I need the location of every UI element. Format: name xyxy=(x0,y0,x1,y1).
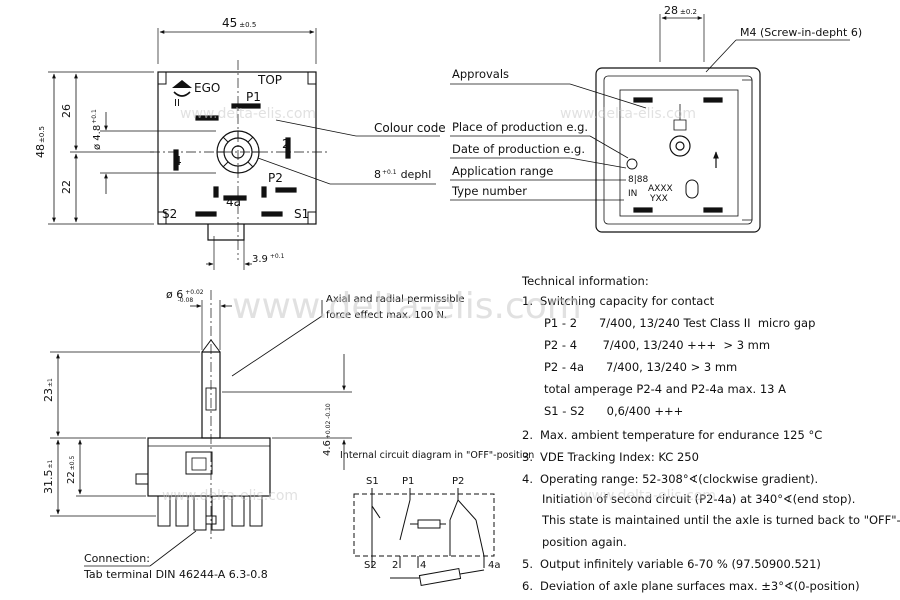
tech-item-text: Operating range: 52-308°∢(clockwise grad… xyxy=(540,472,818,486)
switch-body xyxy=(147,437,271,497)
front-dim-offset: 3.9+0.1 xyxy=(252,253,285,265)
callout-type-number: Type number xyxy=(451,184,527,198)
rear-body-outline xyxy=(595,67,761,233)
front-body-outline xyxy=(157,71,317,225)
label-s1: S1 xyxy=(294,207,309,221)
watermark-big: www.delta-elis.com xyxy=(232,286,582,327)
tech-item-text: Output infinitely variable 6-70 % (97.50… xyxy=(540,557,821,571)
type-marks-2: YXX xyxy=(649,194,668,204)
circuit-label-p2: P2 xyxy=(452,476,464,487)
ego-logo xyxy=(172,80,192,97)
front-dim-lower: 22 xyxy=(60,180,73,194)
tech-item-text: P1 - 2 7/400, 13/240 Test Class II micro… xyxy=(544,316,815,330)
tech-item-text: position again. xyxy=(542,535,627,549)
tech-heading: Technical information: xyxy=(521,274,649,288)
tech-item-number: 1. xyxy=(522,294,533,308)
tech-item-text: Initiation of second circuit (P2-4a) at … xyxy=(542,492,855,506)
circuit-label-4: 4 xyxy=(420,560,426,571)
rear-view xyxy=(450,14,850,233)
in-marker: IN xyxy=(628,189,637,199)
circuit-label-s1: S1 xyxy=(366,476,379,487)
side-dim-4-6: 4.6+0.02 -0.10 xyxy=(322,403,333,456)
callout-application: Application range xyxy=(452,164,553,178)
label-4a: 4a xyxy=(226,195,241,209)
rear-dim-width: 28±0.2 xyxy=(664,4,697,17)
tech-item-text: VDE Tracking Index: KC 250 xyxy=(540,450,699,464)
tech-item-number: 4. xyxy=(522,472,533,486)
tech-item-text: Max. ambient temperature for endurance 1… xyxy=(540,428,822,442)
screw-note: M4 (Screw-in-depht 6) xyxy=(740,26,862,39)
tech-item-text: Switching capacity for contact xyxy=(540,294,715,308)
label-top: TOP xyxy=(257,73,282,87)
callout-place: Place of production e.g. xyxy=(452,120,588,134)
side-dim-shaft-diameter: ø 6+0.02-0.08 xyxy=(166,288,204,304)
front-dim-width: 45±0.5 xyxy=(222,16,256,30)
watermark-small-rear: www.delta-elis.com xyxy=(560,106,696,122)
side-dim-body-height: 31.5±1 xyxy=(42,459,55,494)
type-marks: AXXX xyxy=(648,184,673,194)
label-4: 4 xyxy=(174,154,182,168)
tech-item-number: 2. xyxy=(522,428,533,442)
tech-item-text: This state is maintained until the axle … xyxy=(541,513,900,527)
callout-date: Date of production e.g. xyxy=(452,142,585,156)
label-2: 2 xyxy=(282,137,290,151)
tech-item-number: 5. xyxy=(522,557,533,571)
tech-item-text: S1 - S2 0,6/400 +++ xyxy=(544,404,683,418)
circuit-label-p1: P1 xyxy=(402,476,414,487)
circuit-label-s2: S2 xyxy=(364,560,377,571)
circuit-title: Internal circuit diagram in "OFF"-positi… xyxy=(340,450,534,461)
tech-item-number: 3. xyxy=(522,450,533,464)
front-dim-upper: 26 xyxy=(60,104,73,118)
side-dim-shaft-length: 23±1 xyxy=(42,378,55,402)
front-dim-hole: ø 4.8+0.1 xyxy=(91,109,103,150)
watermark-small-side: www.delta-elis.com xyxy=(162,488,298,504)
connection-title: Connection: xyxy=(84,552,150,565)
label-p1: P1 xyxy=(246,90,261,104)
axial-note-line1: Axial and radial permissible xyxy=(326,294,465,305)
circuit-label-2: 2 xyxy=(392,560,398,571)
logo-text: EGO xyxy=(194,81,220,95)
front-view xyxy=(48,28,440,270)
callout-approvals: Approvals xyxy=(452,67,509,81)
tech-item-text: P2 - 4 7/400, 13/240 +++ > 3 mm xyxy=(544,338,770,352)
tech-item-text: total amperage P2-4 and P2-4a max. 13 A xyxy=(544,382,786,396)
tech-item-text: P2 - 4a 7/400, 13/240 > 3 mm xyxy=(544,360,737,374)
watermark-small-tech: www.delta-elis.com xyxy=(580,488,716,504)
axial-note-line2: force effect max. 100 N. xyxy=(326,310,447,321)
side-dim-22: 22±0.5 xyxy=(66,456,77,484)
callout-colour-code: Colour code xyxy=(374,121,446,135)
front-dim-total: 48±0.5 xyxy=(34,126,47,158)
circuit-label-4a: 4a xyxy=(488,560,501,571)
range-marks: 8|88 xyxy=(628,175,648,185)
circuit-diagram xyxy=(353,488,495,586)
connection-text: Tab terminal DIN 46244-A 6.3-0.8 xyxy=(83,568,268,581)
tech-item-text: Deviation of axle plane surfaces max. ±3… xyxy=(540,579,860,593)
label-s2: S2 xyxy=(162,207,177,221)
side-view xyxy=(50,290,352,567)
class-mark: II xyxy=(174,98,180,109)
technical-info: Technical information: 1. Switching capac… xyxy=(521,274,900,593)
tech-item-number: 6. xyxy=(522,579,533,593)
watermark-small-front: www.delta-elis.com xyxy=(180,106,316,122)
label-p2: P2 xyxy=(268,171,283,185)
